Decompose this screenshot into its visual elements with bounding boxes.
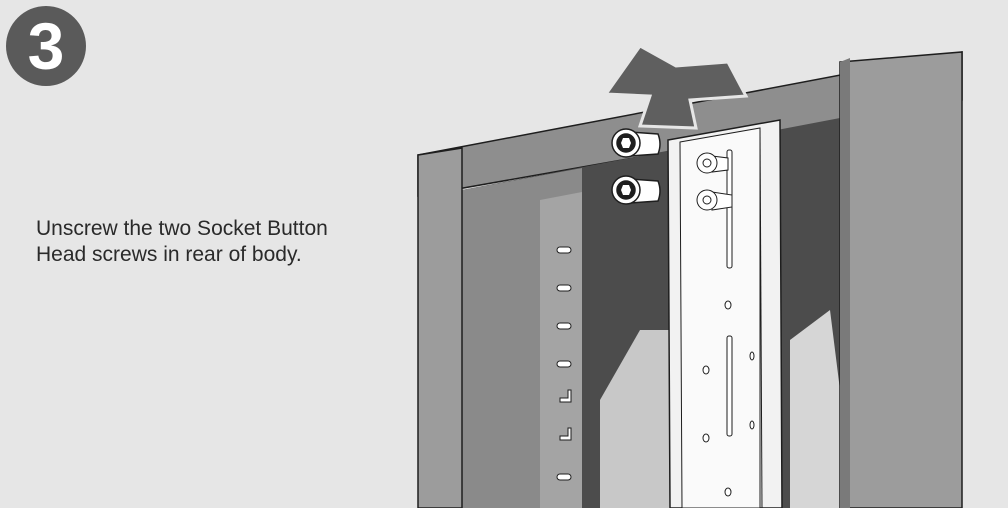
rail-slots xyxy=(702,149,755,497)
step-number: 3 xyxy=(27,9,65,83)
wall-slots xyxy=(556,246,572,481)
right-panel-edge xyxy=(840,58,850,508)
screw-icon xyxy=(611,128,661,158)
rail-inner xyxy=(679,127,761,508)
step-number-badge: 3 xyxy=(6,6,86,86)
instruction-text: Unscrew the two Socket Button Head screw… xyxy=(36,217,328,266)
right-front-panel xyxy=(839,51,963,508)
assembly-illustration xyxy=(417,44,963,508)
left-front-panel xyxy=(417,147,463,508)
floor-wedge-right xyxy=(790,310,840,508)
arrow-up-left-icon xyxy=(603,44,749,130)
rail-screw-holes xyxy=(696,152,733,211)
inner-left-face xyxy=(540,192,582,508)
screw-icon xyxy=(611,175,661,205)
